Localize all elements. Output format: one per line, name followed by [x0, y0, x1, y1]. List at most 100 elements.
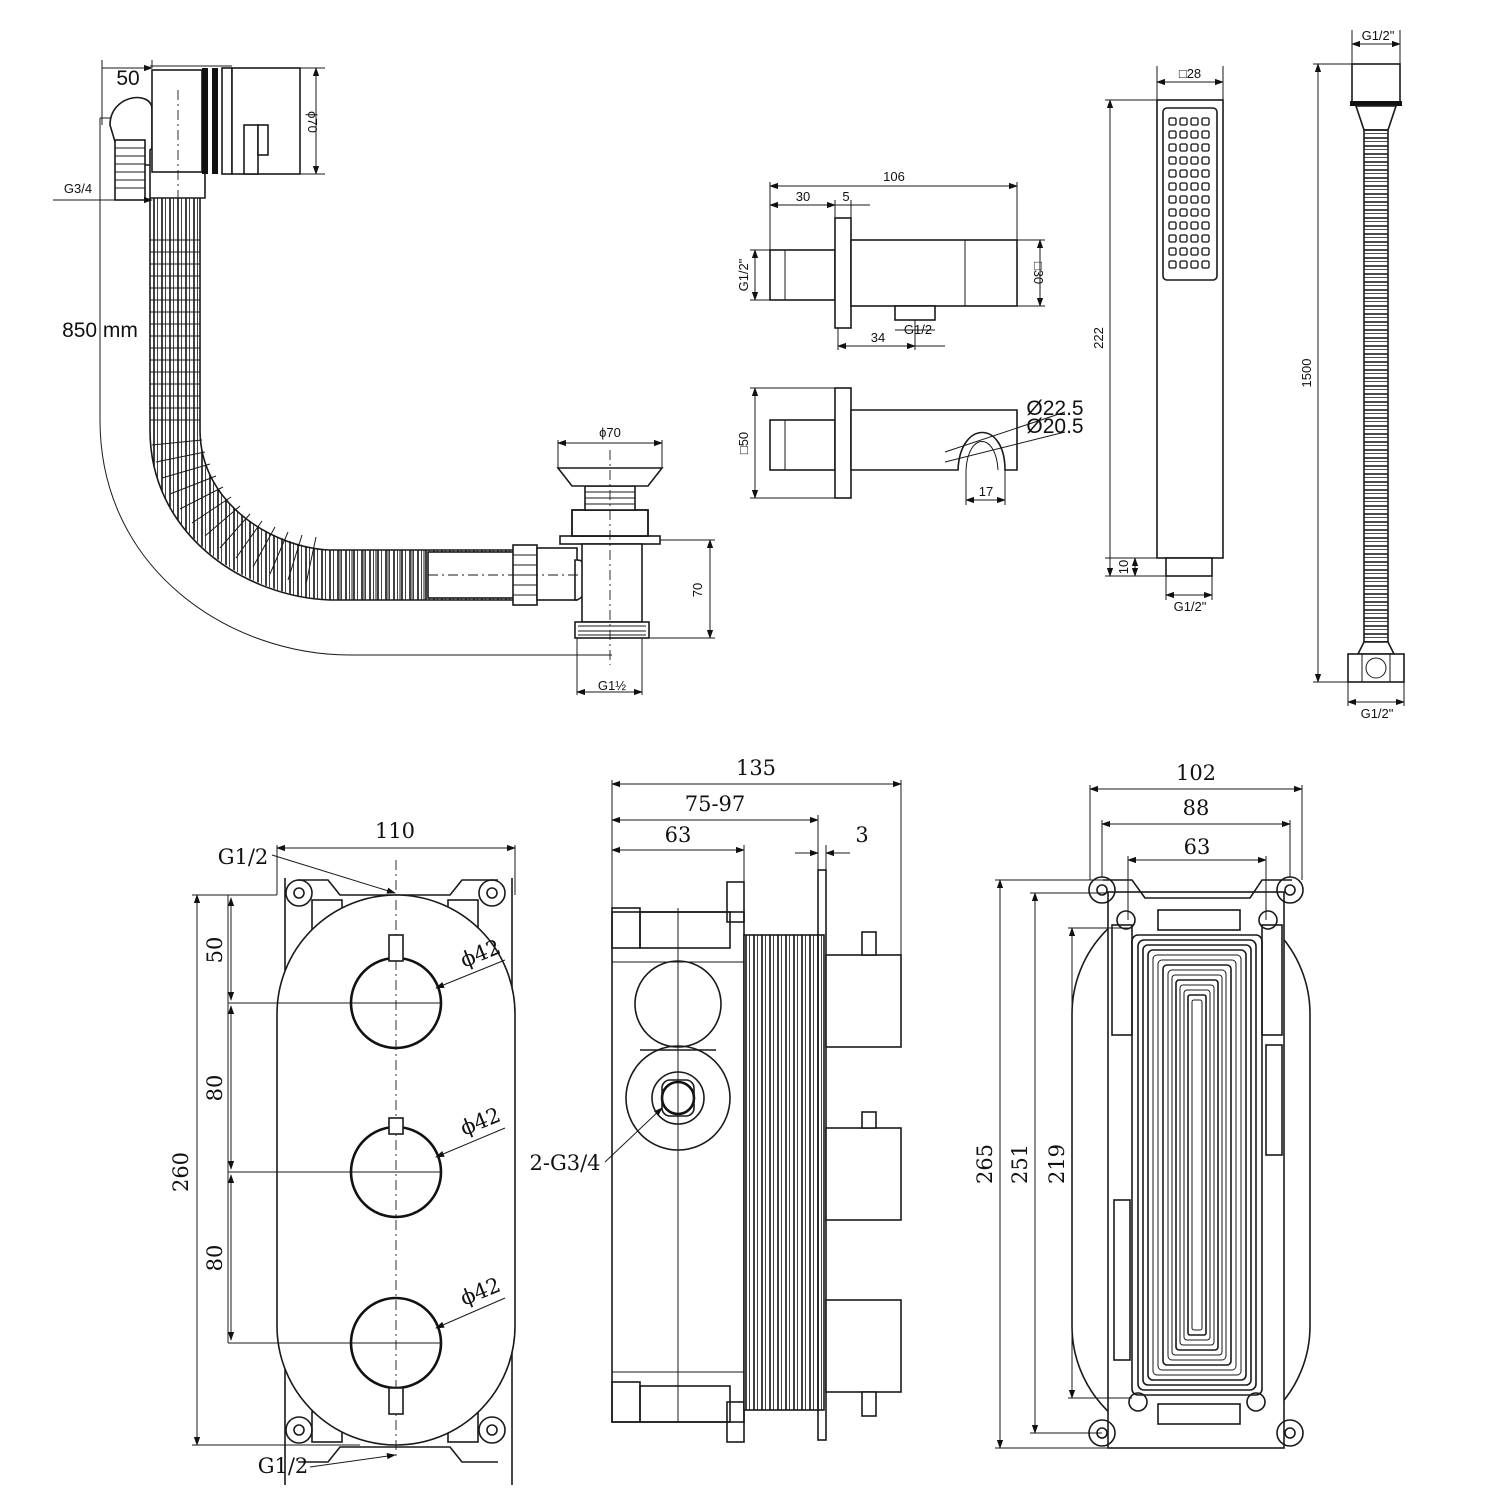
hose-length-label: 850 mm — [62, 319, 138, 342]
handset-width-label: □28 — [1179, 66, 1201, 81]
nozzle — [1201, 234, 1210, 243]
side-outlets-label: 2-G3/4 — [529, 1151, 600, 1175]
hose-top-fitting — [1351, 63, 1401, 103]
front-width-label: 110 — [375, 819, 415, 843]
nozzle — [1201, 169, 1210, 178]
front-height-label: 260 — [169, 1152, 193, 1192]
nozzle — [1190, 169, 1199, 178]
nozzle — [1190, 143, 1199, 152]
nozzle — [1168, 130, 1177, 139]
hose-length-label: 1500 — [1299, 359, 1314, 388]
nozzle — [1201, 130, 1210, 139]
nozzle — [1201, 208, 1210, 217]
nozzle — [1179, 260, 1188, 269]
outlet-thread-label: G1/2 — [904, 322, 932, 337]
nozzle — [1168, 195, 1177, 204]
side-adjust-label: 75-97 — [685, 792, 746, 816]
nozzle — [1179, 169, 1188, 178]
nozzle — [1179, 156, 1188, 165]
valve-knob-middle — [349, 1117, 443, 1219]
hose-ribs — [150, 239, 425, 600]
front-bottom-inlet-label: G1/2 — [258, 1454, 309, 1478]
side-outlet-lower — [625, 1045, 731, 1151]
holder-outer-dia-label: Ø22.5 — [1026, 397, 1083, 420]
nozzle — [1190, 234, 1199, 243]
nozzle — [1190, 221, 1199, 230]
nozzle — [1179, 208, 1188, 217]
front-spacing-top-label: 50 — [203, 937, 227, 964]
front-top-inlet-label: G1/2 — [218, 845, 269, 869]
hose-bottom-thread-label: G1/2" — [1361, 706, 1394, 721]
back-height-inner-label: 219 — [1045, 1144, 1069, 1184]
back-height-outer-label: 265 — [973, 1144, 997, 1184]
nozzle — [1190, 260, 1199, 269]
back-outer-label: 102 — [1176, 761, 1216, 785]
side-cartridge-bottom — [825, 1299, 902, 1393]
nozzle — [1179, 182, 1188, 191]
valve-front-drawing: 110 G1/2 260 50 80 80 ϕ42 ϕ42 ϕ42 G1/2 — [169, 819, 516, 1485]
waste-height-label: 70 — [690, 583, 705, 597]
side-plate-label: 3 — [855, 823, 868, 847]
nozzle — [1190, 182, 1199, 191]
handset-neck — [1165, 557, 1213, 577]
waste-outlet — [574, 621, 650, 639]
nozzle — [1168, 221, 1177, 230]
overflow-cap — [231, 67, 301, 175]
overflow-thread — [114, 139, 146, 201]
hose-drawing: G1/2" 1500 G1/2" — [1299, 28, 1405, 721]
outlet-plate — [834, 217, 852, 329]
nozzle — [1201, 247, 1210, 256]
nozzle — [1190, 117, 1199, 126]
holder-inner-dia-label: Ø20.5 — [1026, 415, 1083, 438]
nozzle — [1168, 182, 1177, 191]
nozzle — [1201, 182, 1210, 191]
nozzle — [1179, 247, 1188, 256]
nozzle — [1190, 208, 1199, 217]
handset-body — [1156, 99, 1224, 559]
nozzle — [1190, 156, 1199, 165]
outlet-inlet-label: G1/2" — [736, 258, 751, 291]
outlet-offset-label: 34 — [871, 330, 885, 345]
outlet-stem — [769, 249, 836, 301]
hose-bottom-nut — [1347, 653, 1405, 683]
outlet-body — [850, 239, 1018, 307]
hose-top-thread-label: G1/2" — [1362, 28, 1395, 43]
nozzle — [1201, 260, 1210, 269]
valve-knob-bottom — [349, 1296, 443, 1415]
holder-plate — [834, 387, 852, 499]
nozzle — [1179, 130, 1188, 139]
nozzle — [1168, 260, 1177, 269]
outlet-depth-label: 30 — [796, 189, 810, 204]
nozzle — [1168, 143, 1177, 152]
handset-length-label: 222 — [1091, 327, 1106, 349]
nozzle — [1201, 221, 1210, 230]
holder-gap-label: 17 — [979, 484, 993, 499]
nozzle — [1179, 234, 1188, 243]
nozzle — [1168, 156, 1177, 165]
waste-dia-label: ϕ70 — [599, 425, 621, 440]
side-outlet-upper — [634, 960, 722, 1048]
valve-back-drawing: 102 88 63 265 251 219 — [973, 761, 1311, 1449]
handset-nozzles — [1168, 117, 1210, 269]
overflow-dia-label: ϕ70 — [305, 111, 320, 133]
outlet-square-label: □30 — [1031, 262, 1046, 284]
holder-plate-size-label: □50 — [736, 432, 751, 454]
outlet-total-label: 106 — [883, 169, 905, 184]
handset-drawing: □28 222 10 G1/2" — [1091, 66, 1224, 614]
back-height-mid-label: 251 — [1008, 1144, 1032, 1184]
nozzle — [1168, 169, 1177, 178]
side-body-label: 63 — [665, 823, 692, 847]
nozzle — [1168, 247, 1177, 256]
nozzle — [1168, 117, 1177, 126]
nozzle — [1168, 234, 1177, 243]
valve-knob-top — [349, 934, 443, 1050]
nozzle — [1179, 117, 1188, 126]
nozzle — [1201, 117, 1210, 126]
nozzle — [1201, 195, 1210, 204]
holder-body — [850, 409, 1018, 471]
nozzle — [1179, 195, 1188, 204]
front-spacing-mid-label: 80 — [203, 1075, 227, 1102]
side-total-label: 135 — [736, 756, 776, 780]
drain-thread-label: G3/4 — [64, 181, 92, 196]
nozzle — [1179, 143, 1188, 152]
